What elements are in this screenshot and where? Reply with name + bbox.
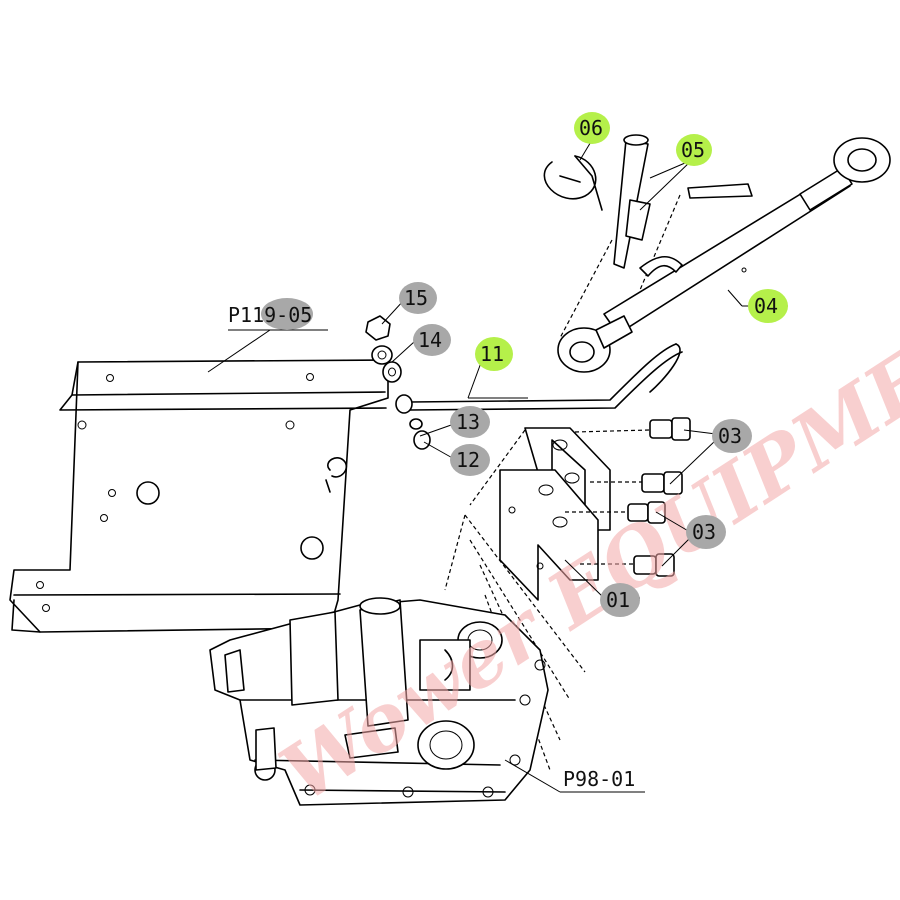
callout-01-text: 01 xyxy=(606,588,630,612)
callout-04: 04 xyxy=(748,289,788,323)
callout-p119-05-text: P119-05 xyxy=(228,303,312,327)
callout-03-lower-text: 03 xyxy=(692,520,716,544)
callout-p119-05-bubble xyxy=(261,298,313,330)
callout-03-lower: 03 xyxy=(686,515,726,549)
callout-11-text: 11 xyxy=(480,342,504,366)
bolt-group xyxy=(565,417,691,577)
callout-p98-01-text: P98-01 xyxy=(563,767,635,791)
callout-03-lower-bubble xyxy=(686,515,726,549)
housing xyxy=(209,597,549,806)
bracket xyxy=(499,427,611,601)
callout-04-bubble xyxy=(748,289,788,323)
callout-06-text: 06 xyxy=(579,116,603,140)
lever-rod xyxy=(409,255,683,411)
top-link xyxy=(557,137,891,373)
callout-03-upper-bubble xyxy=(712,419,752,453)
callout-p119-05: P119-05 xyxy=(228,298,313,330)
callout-06: 06 xyxy=(574,112,610,144)
leader-lines xyxy=(207,139,788,793)
callout-15: 15 xyxy=(399,282,437,314)
callout-12: 12 xyxy=(450,444,490,476)
mounting-plate xyxy=(9,359,389,633)
callout-15-bubble xyxy=(399,282,437,314)
callout-05: 05 xyxy=(676,134,712,166)
callout-12-text: 12 xyxy=(456,448,480,472)
clip-pin xyxy=(543,155,603,211)
callout-05-bubble xyxy=(676,134,712,166)
callout-06-bubble xyxy=(574,112,610,144)
callout-14-bubble xyxy=(413,324,451,356)
callout-11: 11 xyxy=(475,337,513,371)
callout-05-text: 05 xyxy=(681,138,705,162)
callout-03-upper: 03 xyxy=(712,419,752,453)
callout-14-text: 14 xyxy=(418,328,442,352)
callout-14: 14 xyxy=(413,324,451,356)
bolt xyxy=(633,553,675,577)
callout-13-text: 13 xyxy=(456,410,480,434)
callout-p98-01: P98-01 xyxy=(563,767,635,791)
pins xyxy=(613,134,753,269)
callout-01-bubble xyxy=(600,583,640,617)
callout-01: 01 xyxy=(600,583,640,617)
bolt xyxy=(627,501,666,524)
callout-13-bubble xyxy=(450,406,490,438)
callout-11-bubble xyxy=(475,337,513,371)
callout-15-text: 15 xyxy=(404,286,428,310)
callout-04-text: 04 xyxy=(754,294,778,318)
bolt xyxy=(649,417,691,441)
callout-12-bubble xyxy=(450,444,490,476)
callout-03-upper-text: 03 xyxy=(718,424,742,448)
callout-13: 13 xyxy=(450,406,490,438)
